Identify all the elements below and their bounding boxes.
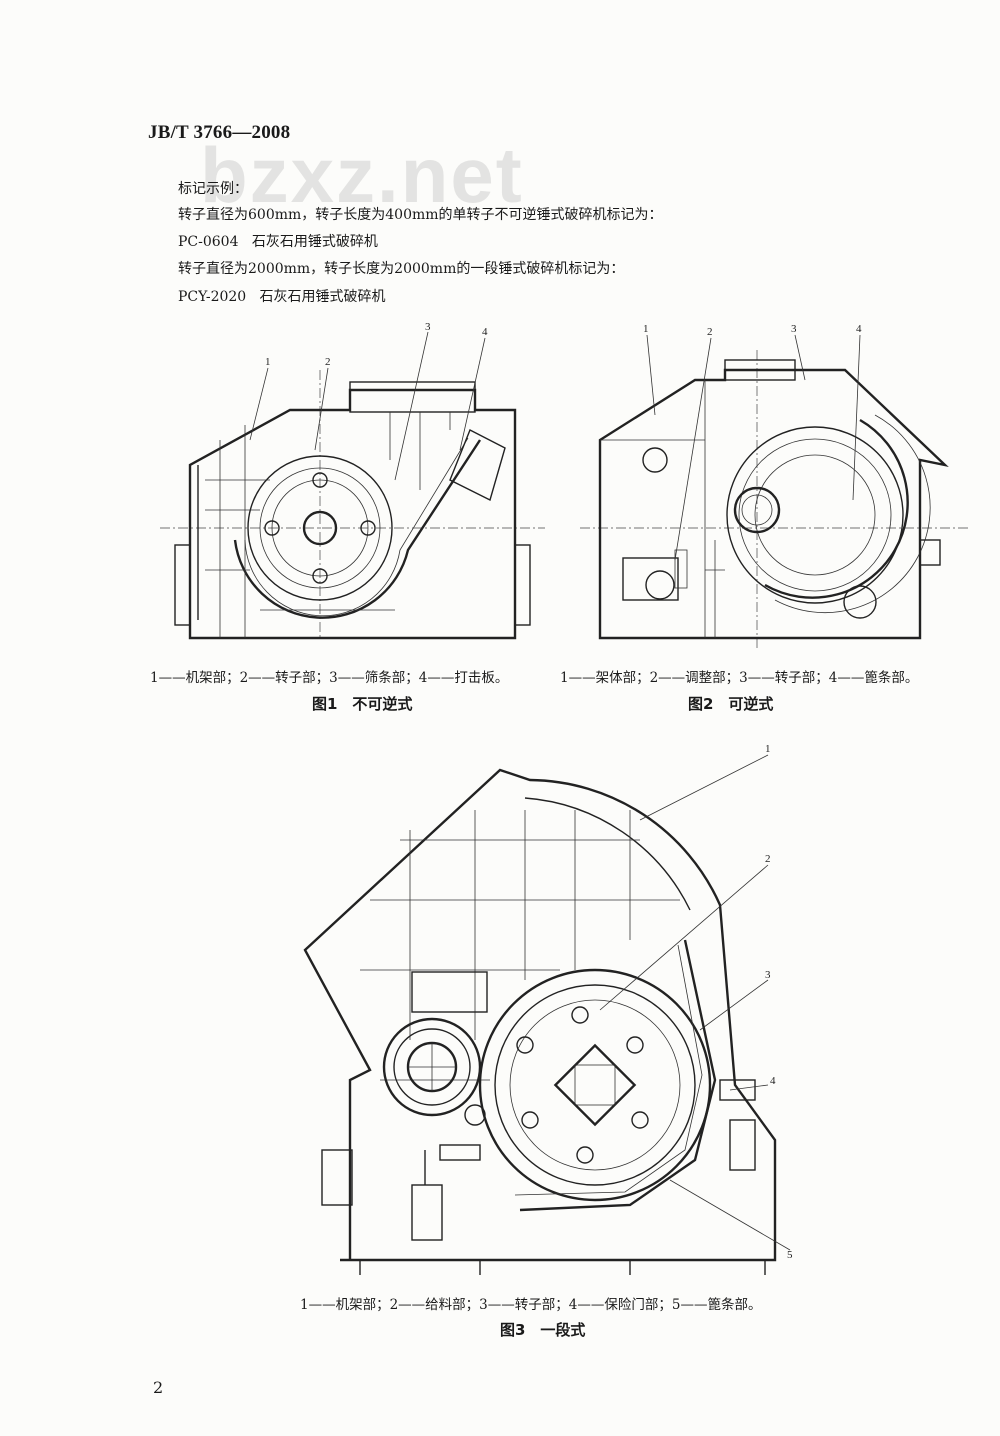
figure1-caption: 1——机架部；2——转子部；3——筛条部；4——打击板。 — [150, 670, 509, 686]
example2-description: 转子直径为2000mm，转子长度为2000mm的一段锤式破碎机标记为： — [178, 261, 625, 277]
marking-example-title: 标记示例： — [178, 181, 248, 197]
fig3-callout-2: 2 — [765, 853, 771, 865]
page-number: 2 — [153, 1378, 164, 1397]
figure2-caption: 1——架体部；2——调整部；3——转子部；4——篦条部。 — [560, 670, 919, 686]
watermark: bzxz.net — [200, 131, 524, 219]
fig2-callout-4: 4 — [856, 323, 862, 335]
figure1-drawing: 1 2 3 4 — [160, 321, 545, 640]
fig1-callout-4: 4 — [482, 326, 488, 338]
figure3-title: 图3 一段式 — [500, 1321, 586, 1339]
fig3-callout-4: 4 — [770, 1075, 776, 1087]
figure3-drawing: 1 2 3 4 5 — [303, 743, 793, 1275]
example1-description: 转子直径为600mm，转子长度为400mm的单转子不可逆锤式破碎机标记为： — [178, 207, 663, 223]
fig1-callout-3: 3 — [425, 321, 431, 333]
figure1-title: 图1 不可逆式 — [312, 695, 413, 713]
figure3-caption: 1——机架部；2——给料部；3——转子部；4——保险门部；5——篦条部。 — [300, 1297, 762, 1313]
fig2-callout-2: 2 — [707, 326, 713, 338]
fig2-callout-3: 3 — [791, 323, 797, 335]
fig2-callout-1: 1 — [643, 323, 649, 335]
standard-code: JB/T 3766—2008 — [148, 122, 291, 143]
figure2-title: 图2 可逆式 — [688, 695, 774, 713]
fig1-callout-2: 2 — [325, 356, 331, 368]
example1-mark: PC-0604 石灰石用锤式破碎机 — [178, 234, 378, 250]
fig3-callout-5: 5 — [787, 1249, 793, 1261]
example2-mark: PCY-2020 石灰石用锤式破碎机 — [178, 289, 386, 305]
fig3-callout-3: 3 — [765, 969, 771, 981]
figure2-drawing: 1 2 3 4 — [580, 323, 970, 650]
fig1-callout-1: 1 — [265, 356, 271, 368]
fig3-callout-1: 1 — [765, 743, 771, 755]
